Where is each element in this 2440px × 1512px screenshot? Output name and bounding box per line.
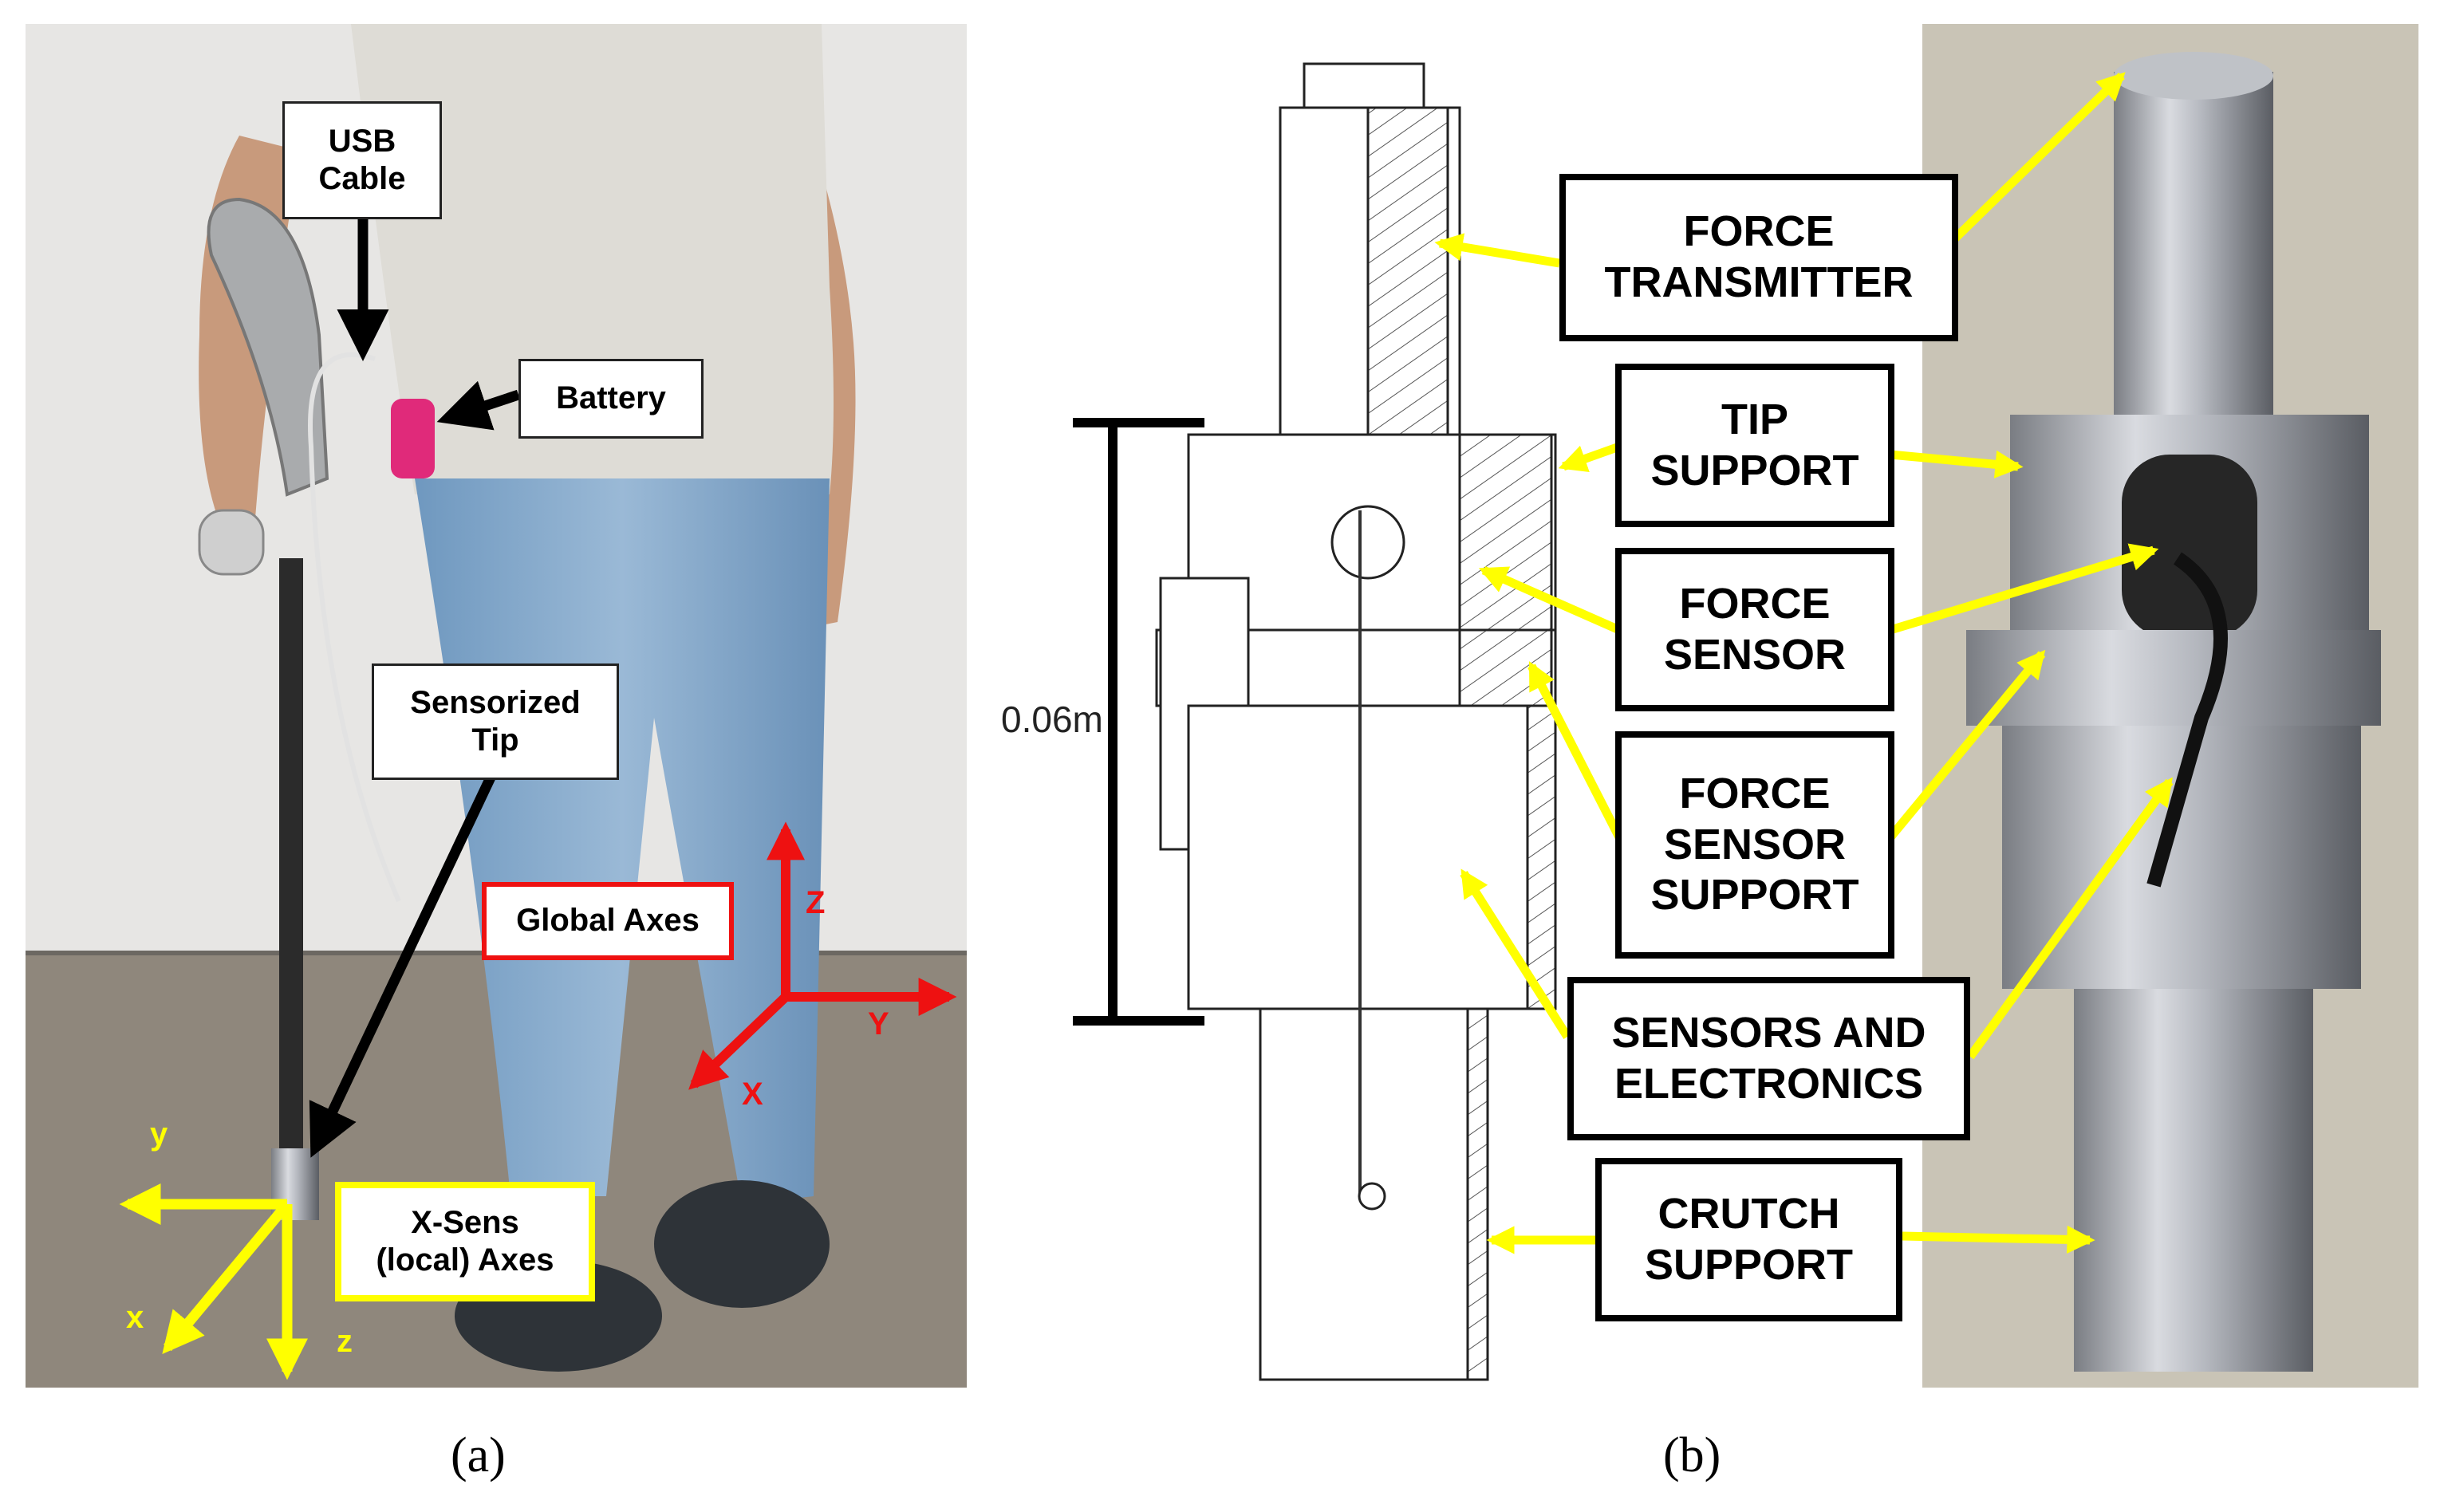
force-sensor-support-label: FORCE SENSOR SUPPORT — [1615, 731, 1894, 959]
crutch-handle — [198, 509, 265, 576]
local-axes — [119, 1183, 308, 1380]
sensorized-tip-label: Sensorized Tip — [372, 663, 619, 780]
usb-cable-wire — [308, 352, 401, 903]
panel-a-photo — [26, 24, 967, 1388]
crutch-shaft — [279, 558, 303, 1196]
force-transmitter-label: FORCE TRANSMITTER — [1559, 174, 1958, 341]
force-sensor-support-line2: SENSOR — [1663, 820, 1847, 868]
xsens-axes-label-line1: X-Sens — [411, 1204, 519, 1240]
photo-sensor-support — [1966, 630, 2381, 726]
arrow-crutch-support-photo — [1902, 1225, 2095, 1254]
battery-label-text: Battery — [556, 380, 666, 416]
dimension-bar — [1073, 418, 1204, 1026]
dimension-label: 0.06m — [1001, 699, 1103, 740]
global-axes — [688, 821, 957, 1090]
local-z-label: z — [337, 1324, 353, 1359]
shoe-right — [654, 1180, 830, 1308]
drawing-sensor-support-hatch — [1458, 628, 1553, 707]
force-sensor-line2: SENSOR — [1663, 630, 1847, 679]
sensors-electronics-label: SENSORS AND ELECTRONICS — [1567, 977, 1970, 1140]
force-sensor-support-line3: SUPPORT — [1650, 871, 1859, 919]
global-x-axis — [688, 993, 790, 1090]
photo-cable — [2146, 552, 2228, 888]
sensors-electronics-line2: ELECTRONICS — [1614, 1059, 1924, 1108]
crutch-support-label: CRUTCH SUPPORT — [1595, 1158, 1902, 1321]
crutch-cuff — [207, 197, 329, 497]
arrow-force-transmitter-photo — [1951, 72, 2126, 242]
force-transmitter-line2: TRANSMITTER — [1604, 258, 1914, 306]
force-sensor-line1: FORCE — [1679, 579, 1831, 628]
sensors-electronics-line1: SENSORS AND — [1611, 1008, 1926, 1057]
arrow-force-transmitter-drawing — [1434, 233, 1560, 268]
caption-b: (b) — [1663, 1428, 1721, 1482]
battery-label: Battery — [518, 359, 704, 439]
sensorized-tip-label-line2: Tip — [471, 723, 519, 758]
drawing-electronics-housing — [1187, 704, 1557, 1010]
force-sensor-support-line1: FORCE — [1679, 769, 1831, 817]
usb-cable-label-line2: Cable — [318, 161, 406, 196]
battery-object — [391, 399, 435, 478]
arrow-tip-support-photo — [1890, 450, 2024, 478]
drawing-bottom-hole — [1358, 1182, 1386, 1211]
arrow-force-sensor-photo — [1889, 543, 2159, 635]
local-y-label: y — [150, 1116, 168, 1152]
global-z-label: Z — [806, 885, 826, 920]
global-y-label: Y — [868, 1006, 889, 1041]
person-shirt — [351, 24, 834, 494]
drawing-force-sensor — [1330, 505, 1405, 580]
caption-a: (a) — [451, 1428, 506, 1482]
photo-top-cap — [2114, 52, 2273, 100]
arrow-sensor-support-drawing — [1527, 661, 1623, 840]
xsens-axes-label-line2: (local) Axes — [376, 1242, 554, 1278]
force-transmitter-line1: FORCE — [1683, 207, 1835, 256]
photo-top-cylinder — [2114, 72, 2273, 447]
panel-b-arrows — [1434, 72, 2174, 1254]
sensorized-tip-label-line1: Sensorized — [410, 684, 581, 720]
arrow-tip-support-drawing — [1558, 442, 1621, 472]
crutch-support-line1: CRUTCH — [1658, 1189, 1840, 1238]
drawing-crutch-hatch — [1466, 1007, 1489, 1381]
photo-crutch-support — [2074, 989, 2313, 1372]
drawing-top-cap — [1303, 62, 1425, 109]
local-x-axis — [162, 1200, 291, 1354]
global-axes-label-text: Global Axes — [516, 903, 700, 939]
drawing-electronics-hatch — [1526, 704, 1557, 1010]
panel-b-photo — [1922, 24, 2418, 1388]
tip-support-line1: TIP — [1721, 395, 1788, 443]
force-sensor-label: FORCE SENSOR — [1615, 548, 1894, 711]
battery-arrow — [436, 380, 521, 431]
panel-b-drawing — [1155, 62, 1557, 1381]
arrow-force-sensor-drawing — [1478, 565, 1622, 635]
usb-cable-label-line1: USB — [328, 123, 396, 159]
drawing-transmitter-hatch — [1366, 106, 1449, 468]
photo-sensor-window — [2122, 455, 2257, 638]
global-x-label: X — [742, 1077, 763, 1112]
global-axes-label: Global Axes — [482, 882, 734, 960]
local-x-label: x — [126, 1300, 144, 1335]
tip-support-line2: SUPPORT — [1650, 446, 1859, 494]
tip-arrow — [309, 775, 495, 1158]
xsens-axes-label: X-Sens (local) Axes — [335, 1182, 595, 1301]
arrow-sensor-support-photo — [1886, 649, 2046, 841]
person-jeans — [415, 478, 830, 1204]
tip-support-label: TIP SUPPORT — [1615, 364, 1894, 527]
arrow-electronics-photo — [1966, 777, 2174, 1060]
crutch-support-line2: SUPPORT — [1644, 1240, 1854, 1289]
drawing-tip-support-hatch — [1458, 433, 1553, 632]
usb-cable-label: USB Cable — [282, 101, 442, 219]
arrow-electronics-drawing — [1460, 868, 1571, 1039]
